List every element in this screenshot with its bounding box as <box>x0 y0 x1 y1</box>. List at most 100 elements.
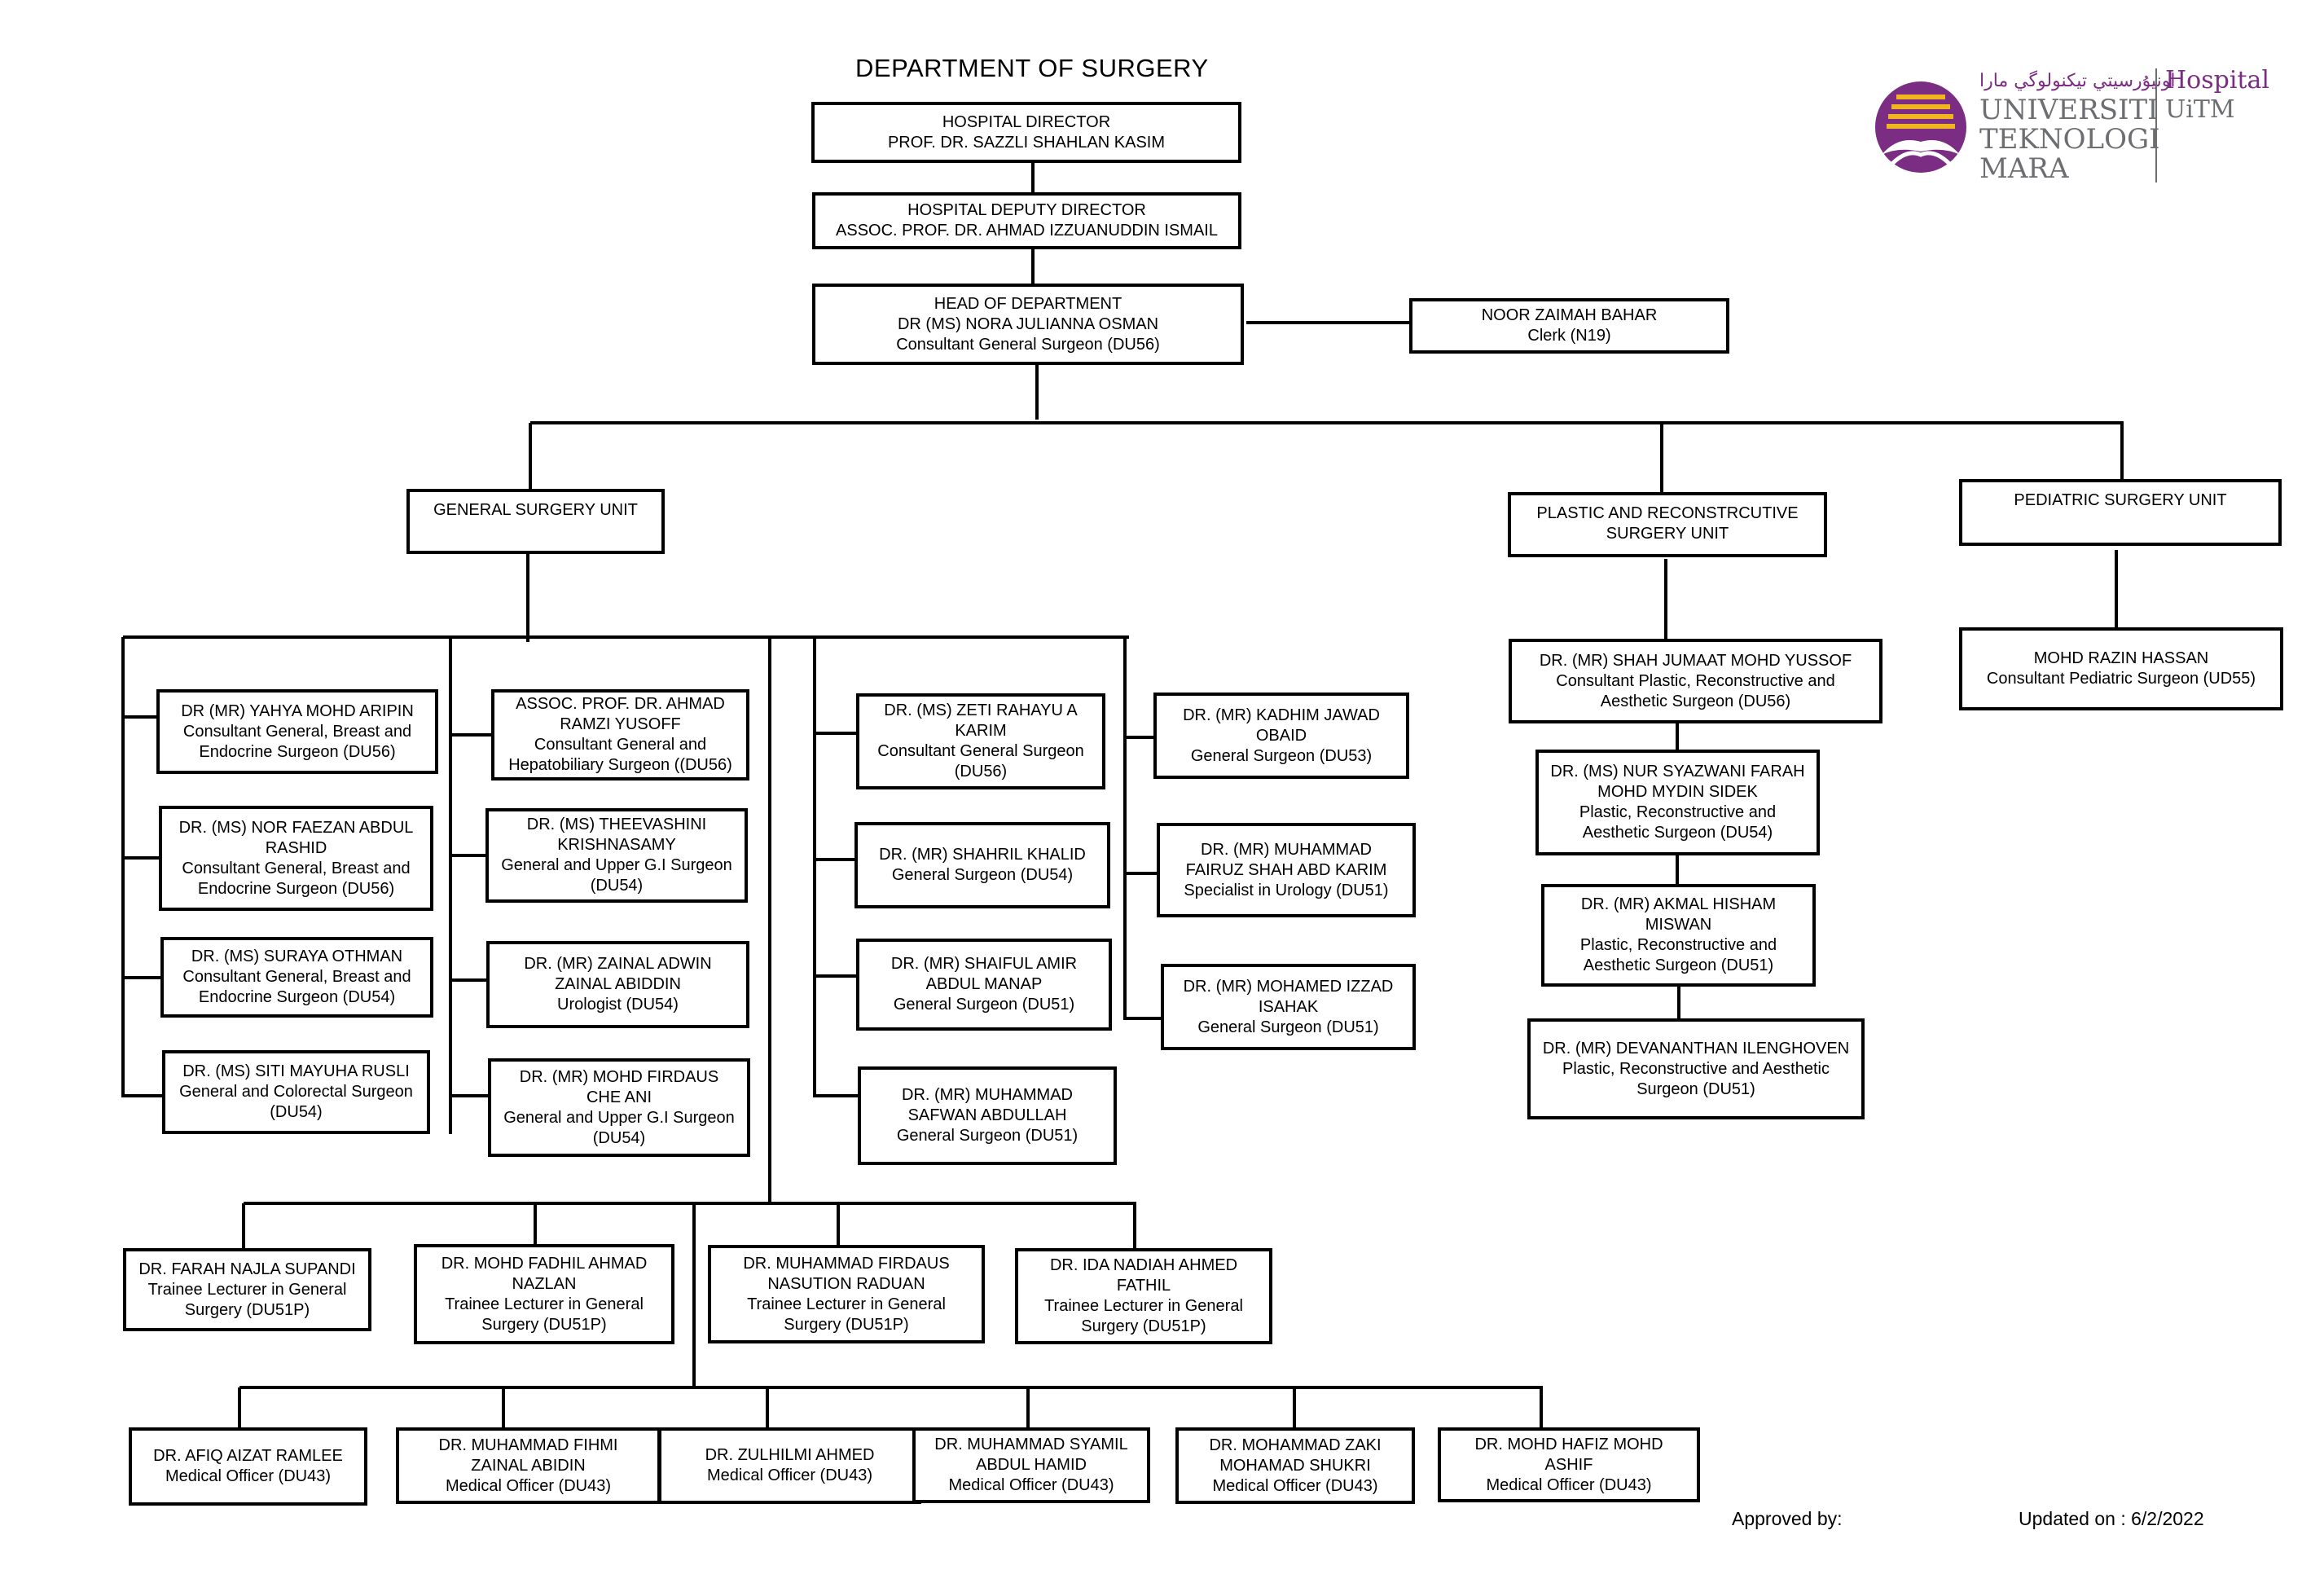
connector-line <box>526 554 529 642</box>
unit-box-pediatric-surgery-unit: PEDIATRIC SURGERY UNIT <box>1959 479 2282 546</box>
connector-line <box>2115 550 2118 629</box>
box-detail-text: ZAINAL ABIDDIN <box>555 975 681 993</box>
box-detail-text: General and Upper G.I Surgeon <box>501 856 732 874</box>
staff-box-dr-yahya-mohd-aripin: DR (MR) YAHYA MOHD ARIPIN Consultant Gene… <box>156 689 438 774</box>
connector-line <box>1660 423 1663 494</box>
box-detail-text: MOHD MYDIN SIDEK <box>1597 783 1758 801</box>
connector-line <box>1540 1387 1543 1429</box>
box-detail-text: SURGERY UNIT <box>1606 525 1729 543</box>
box-name-text: DR. (MS) NUR SYAZWANI FARAH <box>1550 763 1805 781</box>
connector-line <box>815 974 858 978</box>
box-detail-text: CHE ANI <box>586 1088 652 1106</box>
connector-line <box>450 854 487 857</box>
box-name-text: HEAD OF DEPARTMENT <box>934 294 1122 313</box>
connector-line <box>449 637 452 1134</box>
connector-line <box>837 1203 840 1247</box>
box-detail-text: RASHID <box>265 838 327 857</box>
top-box-hospital-deputy-director: HOSPITAL DEPUTY DIRECTOR ASSOC. PROF. DR.… <box>812 192 1241 249</box>
box-name-text: DR. (MS) THEEVASHINI <box>526 816 707 833</box>
box-detail-text: ABDUL MANAP <box>925 975 1043 993</box>
connector-line <box>502 1387 505 1429</box>
box-name-text: DR. (MR) MUHAMMAD <box>902 1086 1073 1104</box>
connector-line <box>1293 1387 1296 1429</box>
box-detail-text: Trainee Lecturer in General <box>445 1295 644 1313</box>
box-name-text: PLASTIC AND RECONSTRCUTIVE <box>1536 504 1799 522</box>
box-detail-text: Surgery (DU51P) <box>1081 1317 1206 1335</box>
box-detail-text: Surgery (DU51P) <box>184 1300 310 1319</box>
connector-line <box>692 1203 696 1389</box>
box-name-text: DR (MR) YAHYA MOHD ARIPIN <box>181 701 414 720</box>
box-detail-text: Consultant General, Breast and <box>182 968 411 986</box>
box-detail-text: ASSOC. PROF. DR. AHMAD IZZUANUDDIN ISMAI… <box>836 222 1218 240</box>
box-detail-text: (DU54) <box>590 877 644 895</box>
page-title: DEPARTMENT OF SURGERY <box>855 54 1209 82</box>
connector-line <box>813 637 816 1097</box>
unit-box-general-surgery-unit: GENERAL SURGERY UNIT <box>406 489 665 554</box>
logo-hospital-line1: Hospital <box>2165 66 2269 95</box>
box-detail-text: Surgeon (DU51) <box>1636 1080 1755 1098</box>
connector-line <box>815 732 858 735</box>
connector-line <box>450 1094 490 1097</box>
box-detail-text: Consultant Pediatric Surgeon (UD55) <box>1986 670 2256 688</box>
box-name-text: PEDIATRIC SURGERY UNIT <box>2014 491 2227 509</box>
logo-university-line1: UNIVERSITI <box>1979 94 2159 126</box>
connector-line <box>1133 1203 1136 1250</box>
connector-line <box>123 635 1129 639</box>
box-name-text: DR. (MR) ZAINAL ADWIN <box>524 955 712 973</box>
box-detail-text: SAFWAN ABDULLAH <box>907 1106 1067 1124</box>
svg-text:ﺍﻭﻧﻴﯘﺭﺳﻴﺘﻲ ﺗﻴﻜﻨﻮﻟﻮﮔﻲ ﻣﺎﺭﺍ: ﺍﻭﻧﻴﯘﺭﺳﻴﺘﻲ ﺗﻴﻜﻨﻮﻟﻮﮔﻲ ﻣﺎﺭﺍ <box>1979 70 2176 91</box>
box-detail-text: NASUTION RADUAN <box>767 1274 925 1293</box>
connector-line <box>1035 365 1039 420</box>
box-detail-text: Trainee Lecturer in General <box>147 1280 347 1299</box>
box-name-text: HOSPITAL DEPUTY DIRECTOR <box>907 201 1146 219</box>
box-detail-text: Medical Officer (DU43) <box>445 1476 612 1495</box>
box-detail-text: General and Colorectal Surgeon <box>179 1083 413 1101</box>
box-detail-text: Trainee Lecturer in General <box>1044 1297 1243 1315</box>
box-detail-text: Aesthetic Surgeon (DU54) <box>1582 824 1773 842</box>
box-detail-text: Trainee Lecturer in General <box>747 1295 946 1313</box>
box-detail-text: NAZLAN <box>512 1274 577 1293</box>
connector-line <box>1123 637 1127 1020</box>
connector-line <box>1026 1387 1030 1429</box>
connector-line <box>768 637 771 1205</box>
box-detail-text: DR (MS) NORA JULIANNA OSMAN <box>897 314 1159 333</box>
staff-box-dr-muhammad: DR. (MR) MUHAMMAD SAFWAN ABDULLAH General … <box>858 1066 1117 1165</box>
updated-on-label: Updated on : 6/2/2022 <box>2019 1508 2204 1529</box>
box-detail-text: ASHIF <box>1544 1455 1593 1474</box>
connector-line <box>123 856 160 860</box>
box-detail-text: Consultant Plastic, Reconstructive and <box>1556 671 1835 690</box>
box-name-text: DR. (MR) SHAIFUL AMIR <box>890 955 1078 973</box>
connector-line <box>1125 736 1155 739</box>
box-detail-text: Endocrine Surgeon (DU56) <box>199 742 396 761</box>
connector-line <box>766 1387 769 1429</box>
box-name-text: DR. MUHAMMAD FIRDAUS <box>743 1254 950 1273</box>
box-name-text: DR. (MR) MOHAMED IZZAD <box>1183 977 1394 996</box>
connector-line <box>450 978 488 982</box>
uitm-logo: ﺍﻭﻧﻴﯘﺭﺳﻴﺘﻲ ﺗﻴﻜﻨﻮﻟﻮﮔﻲ ﻣﺎﺭﺍ UNIVERSITI TEK… <box>1875 66 2269 185</box>
box-detail-text: General Surgeon (DU51) <box>896 1127 1079 1145</box>
box-detail-text: Consultant General, Breast and <box>182 722 412 741</box>
connector-line <box>1676 723 1679 751</box>
box-detail-text: Medical Officer (DU43) <box>165 1467 332 1485</box>
box-detail-text: Plastic, Reconstructive and <box>1579 803 1777 821</box>
box-detail-text: FAIRUZ SHAH ABD KARIM <box>1185 860 1387 879</box>
